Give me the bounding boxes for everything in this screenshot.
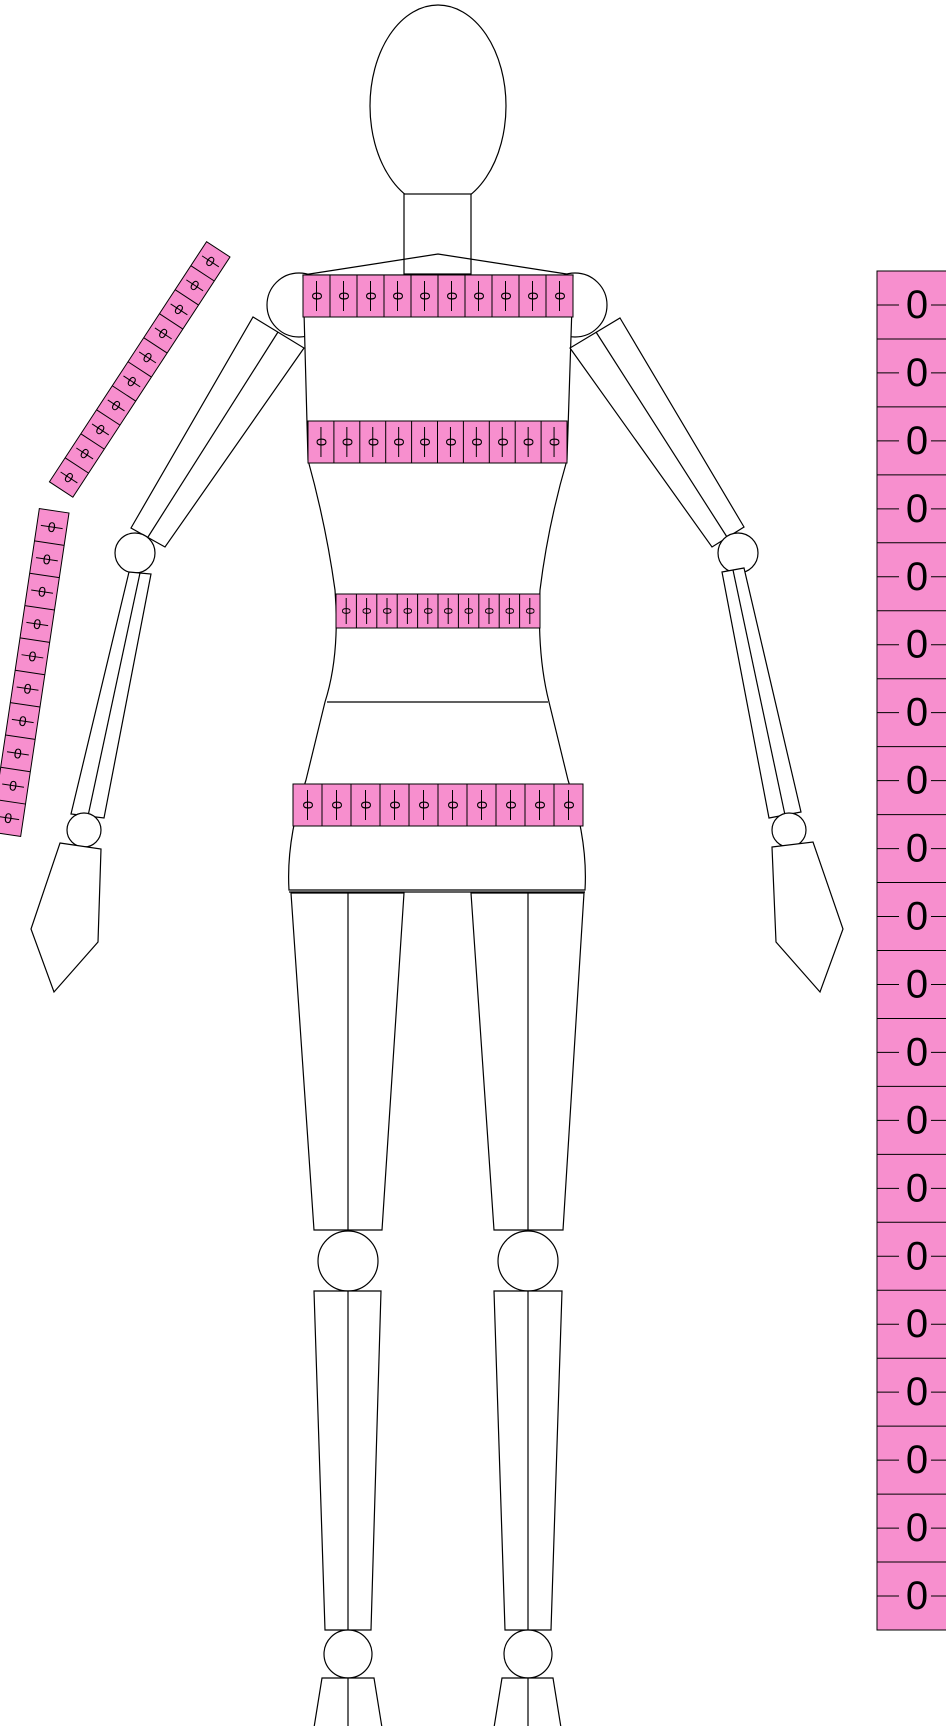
tape-number-label: 0	[364, 438, 381, 446]
head	[370, 5, 506, 207]
tape-number-label: 0	[494, 438, 511, 446]
right-upper-arm	[570, 318, 744, 547]
right-wrist-joint	[772, 813, 806, 847]
tape-number-label: 0	[906, 1166, 928, 1210]
tape-number-label: 0	[360, 608, 374, 615]
left-forearm	[71, 572, 151, 818]
tape-number-label: 0	[380, 608, 394, 615]
tape-number-label: 0	[470, 292, 487, 300]
left-shin	[314, 1291, 381, 1630]
right-shin	[494, 1291, 562, 1630]
tape-number-label: 0	[906, 1098, 928, 1142]
left-foot	[312, 1678, 384, 1726]
tape-number-label: 0	[335, 292, 352, 300]
tape-number-label: 0	[520, 438, 537, 446]
mannequin-figure	[31, 5, 843, 1726]
tape-number-label: 0	[497, 292, 514, 300]
tape-number-label: 0	[416, 438, 433, 446]
hip-tape: 0 0 0 0 0 0 0 0 0 0	[293, 784, 583, 826]
tape-number-label: 0	[906, 895, 928, 939]
tape-number-label: 0	[906, 1574, 928, 1618]
left-thigh	[291, 893, 404, 1230]
tape-number-label: 0	[338, 438, 355, 446]
left-ankle-joint	[324, 1630, 372, 1678]
tape-number-label: 0	[906, 623, 928, 667]
tape-number-label: 0	[299, 801, 316, 809]
tape-number-label: 0	[502, 608, 516, 615]
tape-number-label: 0	[531, 801, 548, 809]
tape-number-label: 0	[400, 608, 414, 615]
tape-number-label: 0	[328, 801, 345, 809]
tape-number-label: 0	[906, 487, 928, 531]
right-thigh	[471, 893, 584, 1230]
tape-number-label: 0	[523, 608, 537, 615]
tape-number-label: 0	[906, 1302, 928, 1346]
tape-number-label: 0	[906, 1030, 928, 1074]
tape-number-label: 0	[362, 292, 379, 300]
tape-number-label: 0	[416, 292, 433, 300]
tape-number-label: 0	[906, 759, 928, 803]
tape-number-label: 0	[906, 1438, 928, 1482]
left-knee-joint	[318, 1231, 378, 1291]
tape-number-label: 0	[462, 608, 476, 615]
right-knee-joint	[498, 1231, 558, 1291]
tape-number-label: 0	[339, 608, 353, 615]
left-elbow-joint	[115, 533, 155, 573]
tape-number-label: 0	[357, 801, 374, 809]
vertical-ruler-tape: 0 0 0 0 0 0 0 0 0 0 0 0 0 0 0 0 0 0 0 0	[877, 271, 946, 1630]
tape-number-label: 0	[546, 438, 563, 446]
tape-number-label: 0	[389, 292, 406, 300]
right-hand	[772, 842, 843, 992]
tape-number-label: 0	[906, 1234, 928, 1278]
chest-tape: 0 0 0 0 0 0 0 0 0 0	[308, 421, 567, 463]
shoulder-tape: 0 0 0 0 0 0 0 0 0 0	[303, 275, 573, 317]
tape-number-label: 0	[906, 555, 928, 599]
tape-number-label: 0	[906, 283, 928, 327]
tape-number-label: 0	[468, 438, 485, 446]
tape-number-label: 0	[906, 419, 928, 463]
tape-number-label: 0	[524, 292, 541, 300]
waist-tape: 0000000000	[336, 594, 540, 628]
tape-number-label: 0	[906, 1506, 928, 1550]
tape-number-label: 0	[560, 801, 577, 809]
tape-number-label: 0	[906, 827, 928, 871]
tape-number-label: 0	[482, 608, 496, 615]
tape-number-label: 0	[415, 801, 432, 809]
tape-number-label: 0	[443, 292, 460, 300]
forearm-tape: 0000000000	[0, 509, 69, 837]
right-foot	[492, 1678, 563, 1726]
tape-number-label: 0	[473, 801, 490, 809]
tape-number-label: 0	[441, 608, 455, 615]
tape-number-label: 0	[421, 608, 435, 615]
tape-number-label: 0	[312, 438, 329, 446]
tape-number-label: 0	[906, 962, 928, 1006]
tape-number-label: 0	[308, 292, 325, 300]
tape-number-label: 0	[551, 292, 568, 300]
tape-number-label: 0	[906, 1370, 928, 1414]
tape-number-label: 0	[906, 351, 928, 395]
right-elbow-joint	[718, 533, 758, 573]
right-forearm	[722, 568, 801, 818]
left-wrist-joint	[67, 813, 101, 847]
right-ankle-joint	[504, 1630, 552, 1678]
left-hand	[31, 843, 101, 992]
tape-number-label: 0	[906, 691, 928, 735]
tape-number-label: 0	[502, 801, 519, 809]
tape-number-label: 0	[386, 801, 403, 809]
tape-number-label: 0	[444, 801, 461, 809]
tape-number-label: 0	[390, 438, 407, 446]
tape-number-label: 0	[442, 438, 459, 446]
neck	[404, 194, 471, 274]
